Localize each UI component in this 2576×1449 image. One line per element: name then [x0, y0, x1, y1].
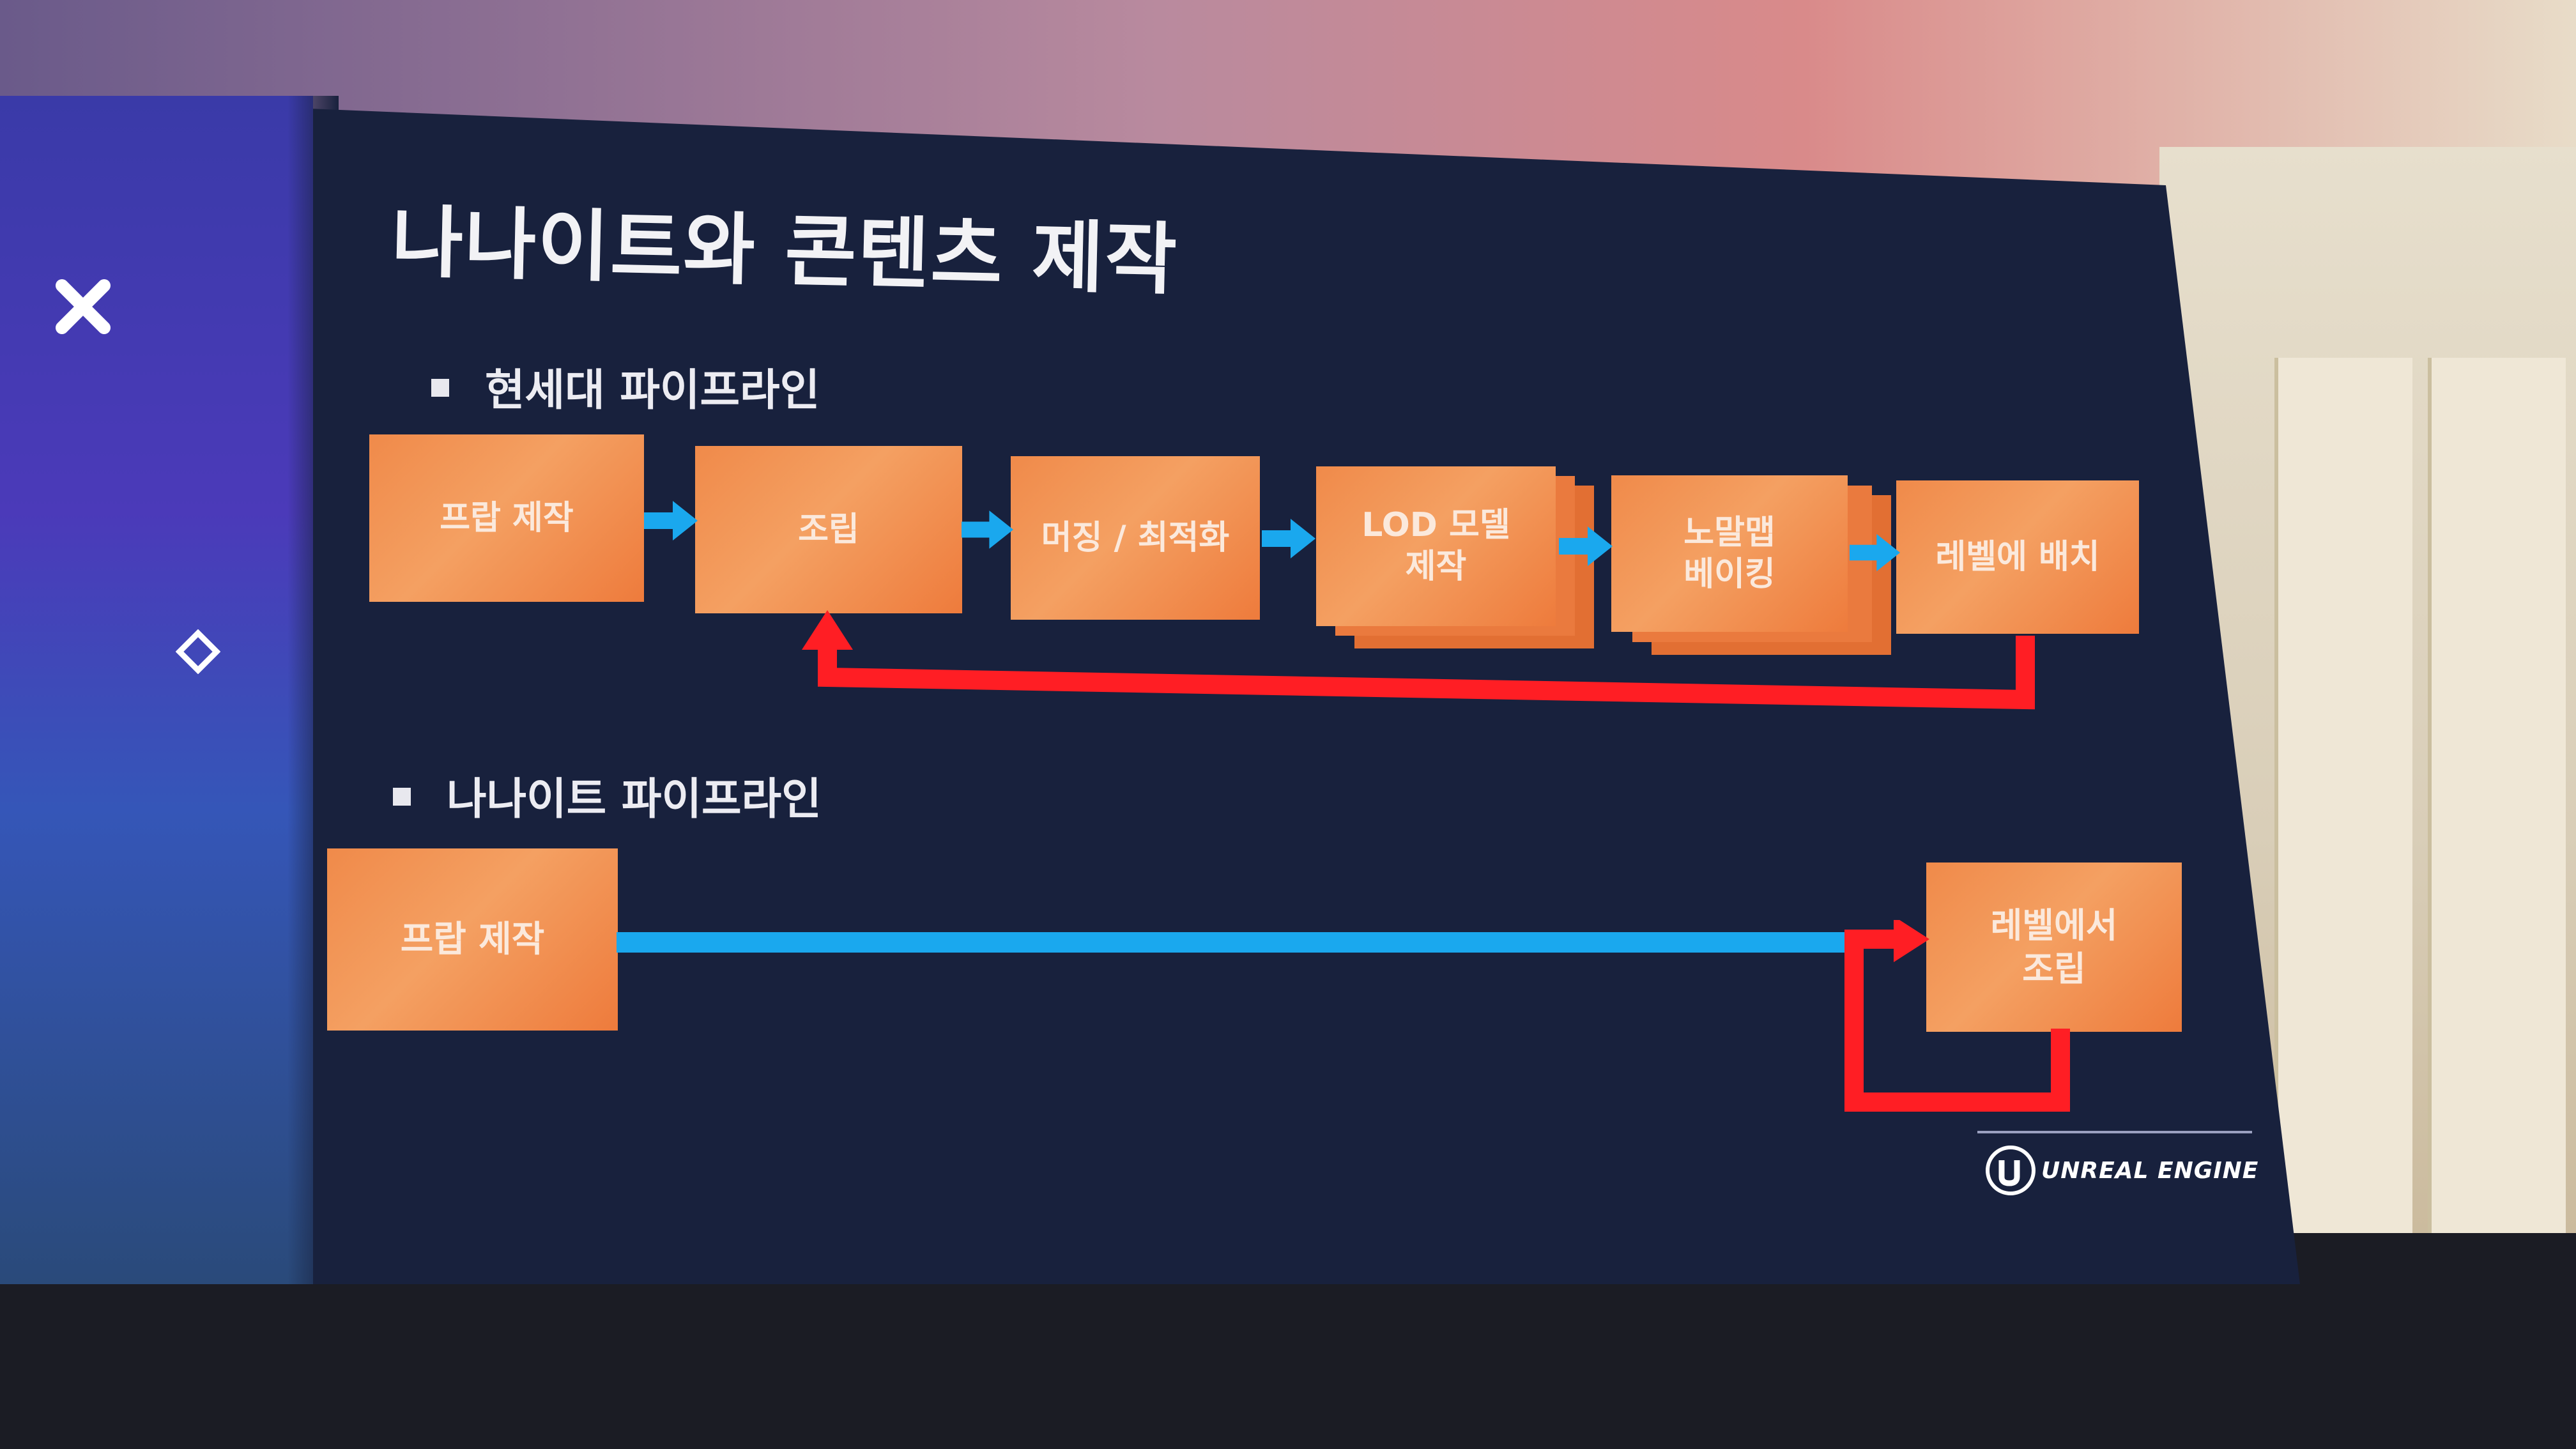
wall-panel — [2428, 358, 2566, 1278]
step-merge-optimize: 머징 / 최적화 — [1011, 456, 1260, 620]
slide-title: 나나이트와 콘텐츠 제작 — [390, 196, 1179, 305]
current-pipeline-heading-text: 현세대 파이프라인 — [485, 365, 820, 416]
step-prop-creation: 프랍 제작 — [369, 434, 644, 602]
nanite-step-prop-creation: 프랍 제작 — [327, 848, 618, 1031]
flow-arrow-icon — [1559, 526, 1613, 566]
step-lod-model: LOD 모델 제작 — [1316, 466, 1556, 626]
close-x-icon — [54, 278, 112, 335]
nanite-flow-bar — [617, 932, 1850, 953]
screen-side-graphic — [0, 96, 339, 1284]
bullet-icon — [393, 788, 411, 806]
step-normal-map-baking: 노말맵 베이킹 — [1611, 475, 1848, 632]
nanite-step-level-assembly: 레벨에서 조립 — [1926, 862, 2182, 1032]
unreal-engine-logo-icon — [1986, 1146, 2035, 1195]
bullet-icon — [431, 379, 449, 397]
flow-arrow-icon — [1850, 533, 1901, 572]
feedback-loop-arrow — [802, 610, 2035, 710]
diamond-icon — [176, 629, 220, 674]
current-pipeline-heading: 현세대 파이프라인 — [431, 355, 820, 418]
iteration-loop-arrow — [1844, 920, 2070, 1112]
step-level-placement: 레벨에 배치 — [1896, 480, 2139, 634]
step-assembly: 조립 — [695, 446, 962, 613]
flow-arrow-icon — [1262, 519, 1315, 558]
flow-arrow-icon — [644, 501, 698, 540]
logo-text: UNREAL ENGINE — [2041, 1158, 2259, 1184]
wall-panel — [2274, 358, 2412, 1278]
flow-arrow-icon — [962, 510, 1014, 549]
nanite-pipeline-heading-text: 나나이트 파이프라인 — [447, 774, 822, 825]
logo-divider — [1977, 1131, 2252, 1133]
nanite-pipeline-heading: 나나이트 파이프라인 — [393, 763, 822, 827]
